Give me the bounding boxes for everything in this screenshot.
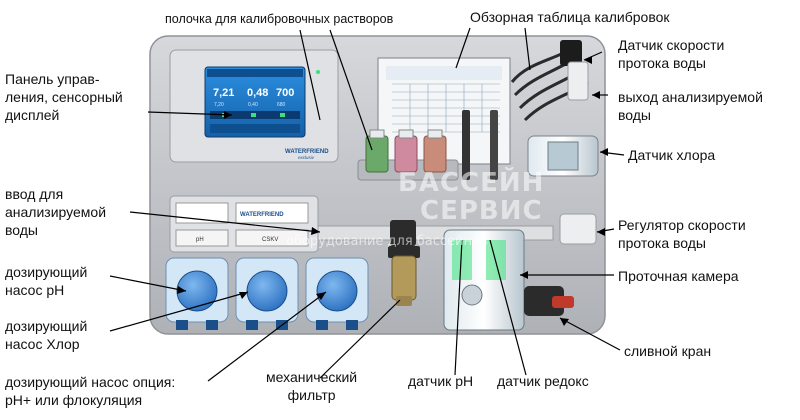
display-sub-ph: 7,20 xyxy=(214,102,224,108)
label-flow-chamber: Проточная камера xyxy=(618,268,739,284)
pump-head-2 xyxy=(246,270,288,312)
touch-display xyxy=(204,66,306,138)
label-panel-line2: ления, сенсорный xyxy=(5,89,123,105)
label-pump-chlorine-line1: дозирующий xyxy=(5,318,88,334)
label-chlorine-sensor: Датчик хлора xyxy=(628,147,716,163)
label-inlet-line2: анализируемой xyxy=(5,204,107,220)
display-buttons xyxy=(210,124,300,133)
display-value-ph: 7,21 xyxy=(213,87,234,99)
label-flow-regulator: Регулятор скорости протока воды xyxy=(618,216,746,252)
display-value-cl: 0,48 xyxy=(247,87,268,99)
label-ph-sensor: датчик pH xyxy=(408,373,474,389)
label-pump-option-line1: дозирующий насос опция: xyxy=(5,374,176,390)
label-filter: механический фильтр xyxy=(266,368,357,404)
flow-sensor-body xyxy=(560,40,582,66)
display-topbar xyxy=(207,69,303,77)
display-sub-cl: 0,40 xyxy=(248,102,258,108)
label-inlet: ввод для анализируемой воды xyxy=(5,185,106,239)
label-pump-option: дозирующий насос опция: pH+ или флокуляц… xyxy=(5,373,175,409)
bottle-cap-2 xyxy=(398,129,414,139)
display-dot-3 xyxy=(280,113,285,117)
display-value-redox: 700 xyxy=(276,87,294,99)
filter-cap xyxy=(396,296,412,306)
label-pump-ph: дозирующий насос pH xyxy=(5,263,87,299)
label-flow-sensor-line2: протока воды xyxy=(618,55,706,71)
flow-chamber-glow-right xyxy=(486,240,506,280)
display-sub-redox: 680 xyxy=(277,102,286,108)
label-pump-ph-line1: дозирующий xyxy=(5,264,88,280)
pump-port-1a xyxy=(176,320,188,330)
filter-top xyxy=(388,246,420,258)
display-sub-brand: exclusiv xyxy=(298,155,315,160)
flow-sensor-fitting xyxy=(567,61,589,101)
label-panel-line1: Панель управ- xyxy=(5,71,100,87)
label-filter-line1: механический xyxy=(266,369,358,385)
module-ph-text: pH xyxy=(196,237,204,243)
pump-port-3b xyxy=(346,320,358,330)
display-dot-2 xyxy=(251,113,256,117)
label-drain-valve: сливной кран xyxy=(624,343,712,359)
display-brand: WATERFRIEND xyxy=(285,149,329,155)
bottle-2 xyxy=(394,135,418,173)
module-cskv-text: CSKV xyxy=(262,237,278,243)
flow-chamber-float xyxy=(461,284,483,306)
label-inlet-line3: воды xyxy=(5,222,38,238)
watermark-line1: БАССЕЙН xyxy=(398,168,545,198)
module-ph-card xyxy=(175,229,229,247)
bottle-3 xyxy=(423,135,447,173)
watermark-line3: оборудование для бассейнов xyxy=(286,234,488,249)
pump-port-2a xyxy=(246,320,258,330)
probe-ph-top xyxy=(462,110,470,180)
bottle-cap-1 xyxy=(369,129,385,139)
inlet-valve xyxy=(390,220,416,246)
pump-port-3a xyxy=(316,320,328,330)
label-panel: Панель управ- ления, сенсорный дисплей xyxy=(5,70,123,124)
label-pump-option-line2: pH+ или флокуляция xyxy=(5,392,143,408)
drain-valve-handle xyxy=(552,296,574,308)
tube-coil xyxy=(510,43,589,122)
bottle-cap-3 xyxy=(427,129,443,139)
status-led xyxy=(316,70,320,74)
label-flow-regulator-line2: протока воды xyxy=(618,235,706,251)
filter-body xyxy=(391,255,417,301)
pump-port-1b xyxy=(206,320,218,330)
label-outlet-line2: воды xyxy=(618,107,651,123)
module-brand-text: WATERFRIEND xyxy=(240,212,284,218)
label-flow-regulator-line1: Регулятор скорости xyxy=(618,217,746,233)
label-pump-chlorine-line2: насос Хлор xyxy=(5,336,80,352)
label-flow-sensor-line1: Датчик скорости xyxy=(618,37,725,53)
label-pump-chlorine: дозирующий насос Хлор xyxy=(5,317,87,353)
label-shelf: полочка для калибровочных растворов xyxy=(165,12,394,26)
chlorine-sensor-core xyxy=(547,141,579,171)
label-inlet-line1: ввод для xyxy=(5,186,64,202)
flow-chamber-glow-left xyxy=(452,240,472,280)
module-brand-card xyxy=(235,202,309,224)
calibration-table-header xyxy=(386,66,502,80)
module-cskv-card xyxy=(235,229,309,247)
label-pump-ph-line2: насос pH xyxy=(5,282,65,298)
calibration-grid xyxy=(392,83,500,133)
pump-head-1 xyxy=(176,270,218,312)
label-panel-line3: дисплей xyxy=(5,107,60,123)
label-table: Обзорная таблица калибровок xyxy=(470,9,670,25)
label-outlet: выход анализируемой воды xyxy=(618,88,763,124)
drain-valve xyxy=(524,286,564,316)
label-outlet-line1: выход анализируемой xyxy=(618,89,763,105)
watermark-line2: СЕРВИС xyxy=(420,196,543,226)
flow-regulator xyxy=(559,213,597,245)
pointer-lines xyxy=(109,27,625,382)
label-flow-sensor: Датчик скорости протока воды xyxy=(618,36,724,72)
pump-head-3 xyxy=(316,270,358,312)
label-filter-line2: фильтр xyxy=(287,387,336,403)
pointer-arrowheads xyxy=(177,56,608,326)
probe-redox-top xyxy=(490,110,498,180)
label-redox-sensor: датчик редокс xyxy=(497,373,589,389)
